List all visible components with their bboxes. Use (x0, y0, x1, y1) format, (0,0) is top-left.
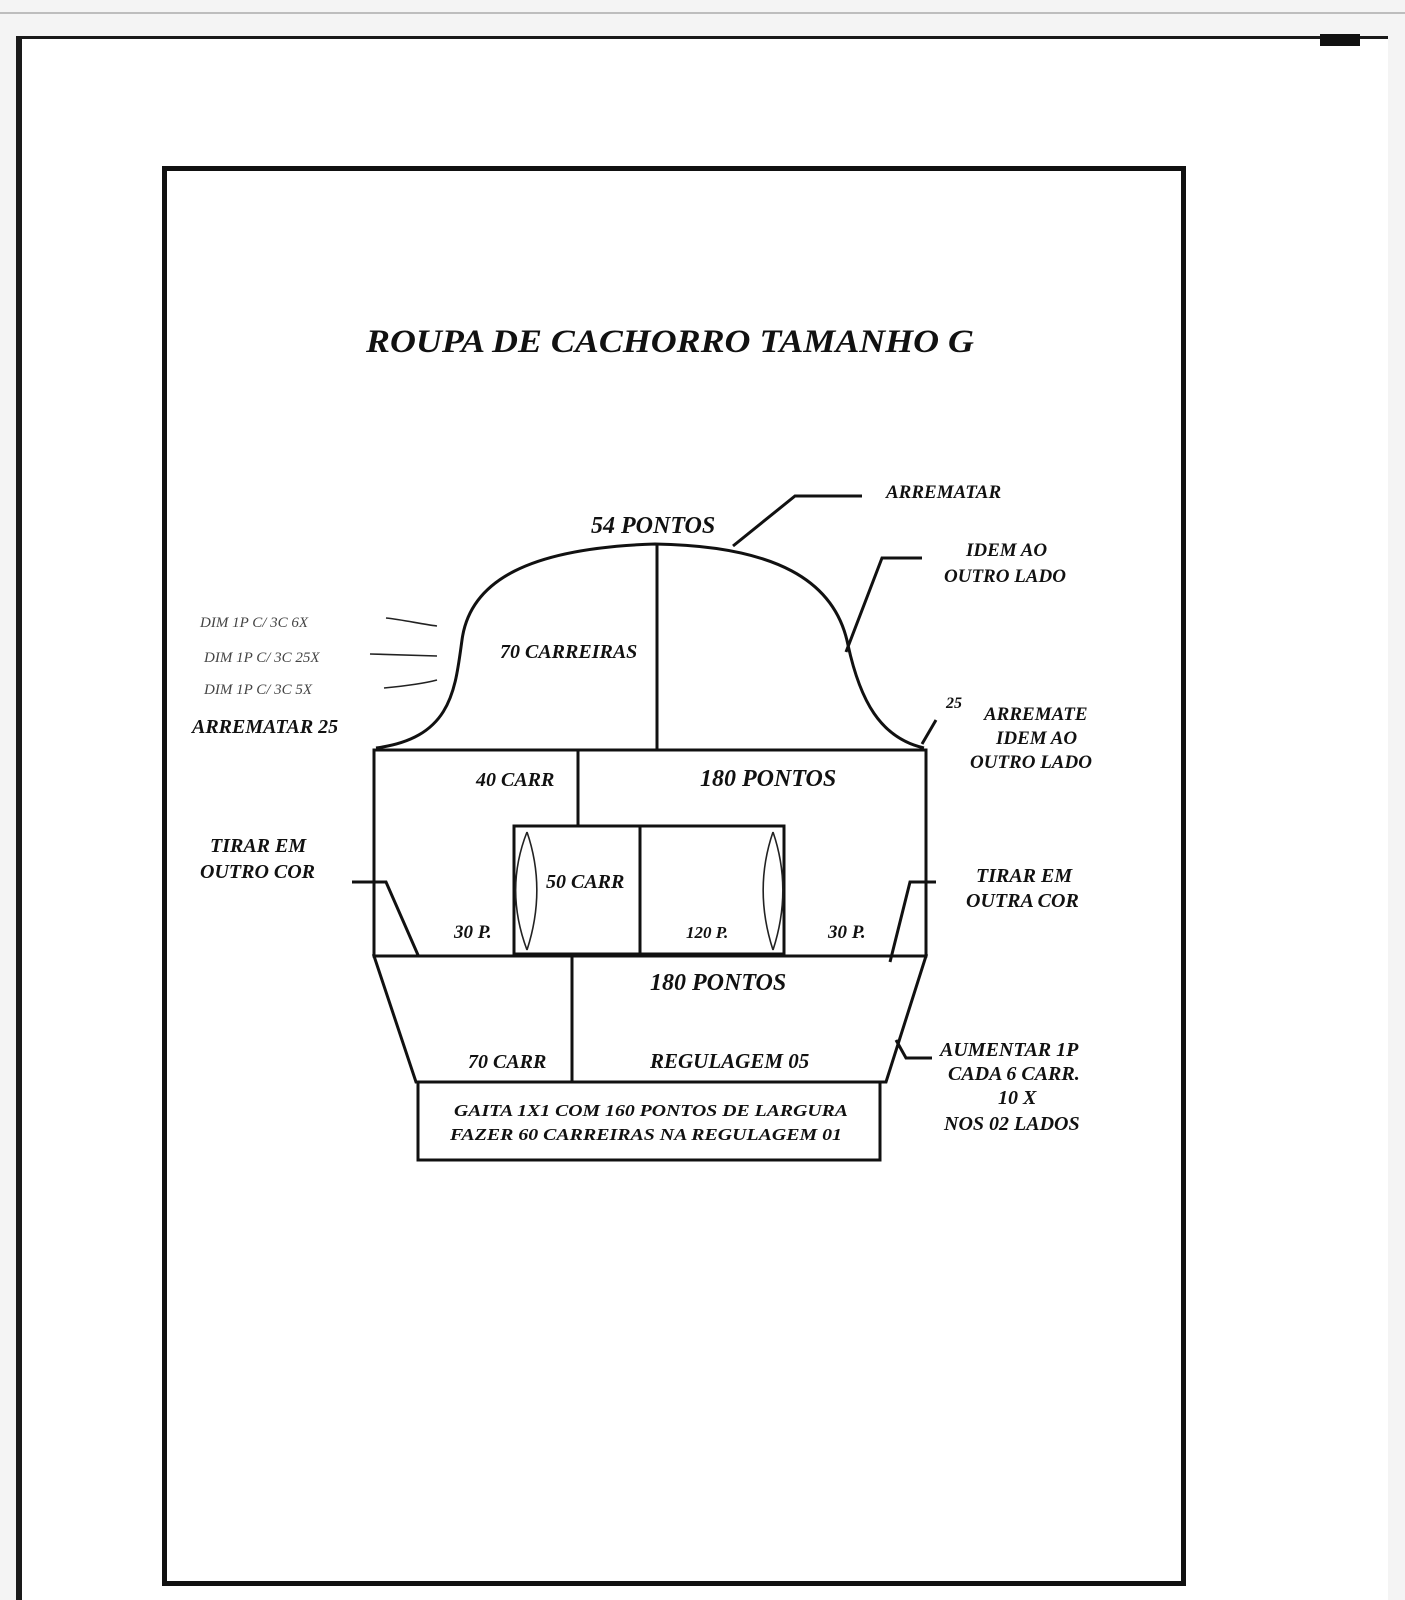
label-regulagem: REGULAGEM 05 (649, 1049, 809, 1073)
leader-tirar-right (888, 880, 936, 963)
label-center-120: 120 P. (686, 923, 728, 942)
leader-arrematar-top (732, 494, 862, 548)
label-idem-right-2: OUTRO LADO (944, 566, 1066, 587)
label-idem-right-1: IDEM AO (965, 540, 1047, 561)
label-tirar-left-1: TIRAR EM (210, 835, 307, 857)
label-dim-2: DIM 1P C/ 3C 25X (203, 650, 320, 666)
leader-dim-3 (383, 679, 438, 689)
label-arremate-1: ARREMATE (983, 704, 1088, 725)
top-dome-outline (375, 542, 925, 750)
label-gaita-1: GAITA 1X1 COM 160 PONTOS DE LARGURA (454, 1101, 848, 1120)
leader-dim-2 (369, 653, 438, 657)
label-aumentar-1: AUMENTAR 1P (938, 1039, 1079, 1061)
leg-hole-right-curve (762, 831, 784, 951)
label-arremate-num: 25 (945, 695, 962, 712)
label-aumentar-4: NOS 02 LADOS (943, 1113, 1080, 1135)
label-tirar-right-2: OUTRA COR (966, 890, 1079, 912)
leader-idem-right (844, 556, 922, 653)
label-arremate-2: IDEM AO (995, 728, 1077, 749)
paper-sheet (16, 36, 1388, 1600)
label-aumentar-2: CADA 6 CARR. (948, 1063, 1080, 1085)
label-hole-rows: 50 CARR (546, 871, 624, 893)
leg-hole-rect (512, 824, 786, 956)
label-mid-width: 180 PONTOS (700, 766, 836, 792)
label-lower-width: 180 PONTOS (650, 970, 786, 996)
leg-hole-left-curve (514, 831, 538, 951)
page-border-frame (162, 166, 1186, 1586)
label-aumentar-3: 10 X (998, 1087, 1037, 1109)
label-arrematar-top: ARREMATAR (885, 482, 1001, 503)
label-mid-rows: 40 CARR (475, 769, 554, 791)
diagram-title: ROUPA DE CACHORRO TAMANHO G (365, 324, 974, 360)
leader-tirar-left (352, 880, 420, 956)
label-top-width: 54 PONTOS (591, 513, 715, 539)
label-tirar-right-1: TIRAR EM (976, 865, 1073, 887)
label-left-30: 30 P. (453, 922, 492, 943)
label-top-rows: 70 CARREIRAS (500, 641, 637, 663)
leader-arremate-right (920, 719, 938, 745)
label-gaita-2: FAZER 60 CARREIRAS NA REGULAGEM 01 (449, 1125, 842, 1144)
ribbing-rect (416, 1080, 882, 1162)
label-lower-rows: 70 CARR (468, 1051, 546, 1073)
sheet-corner-mark (1320, 34, 1360, 46)
label-tirar-left-2: OUTRO COR (200, 861, 315, 883)
leader-aumentar (894, 1039, 932, 1060)
label-arremate-3: OUTRO LADO (970, 752, 1092, 773)
lower-body-trapezoid (371, 954, 929, 1084)
label-arrematar-left: ARREMATAR 25 (190, 716, 338, 738)
label-right-30: 30 P. (827, 922, 866, 943)
scan-edge-line (0, 12, 1405, 14)
label-dim-3: DIM 1P C/ 3C 5X (203, 682, 313, 698)
leader-dim-1 (385, 617, 438, 627)
label-dim-1: DIM 1P C/ 3C 6X (199, 615, 309, 631)
